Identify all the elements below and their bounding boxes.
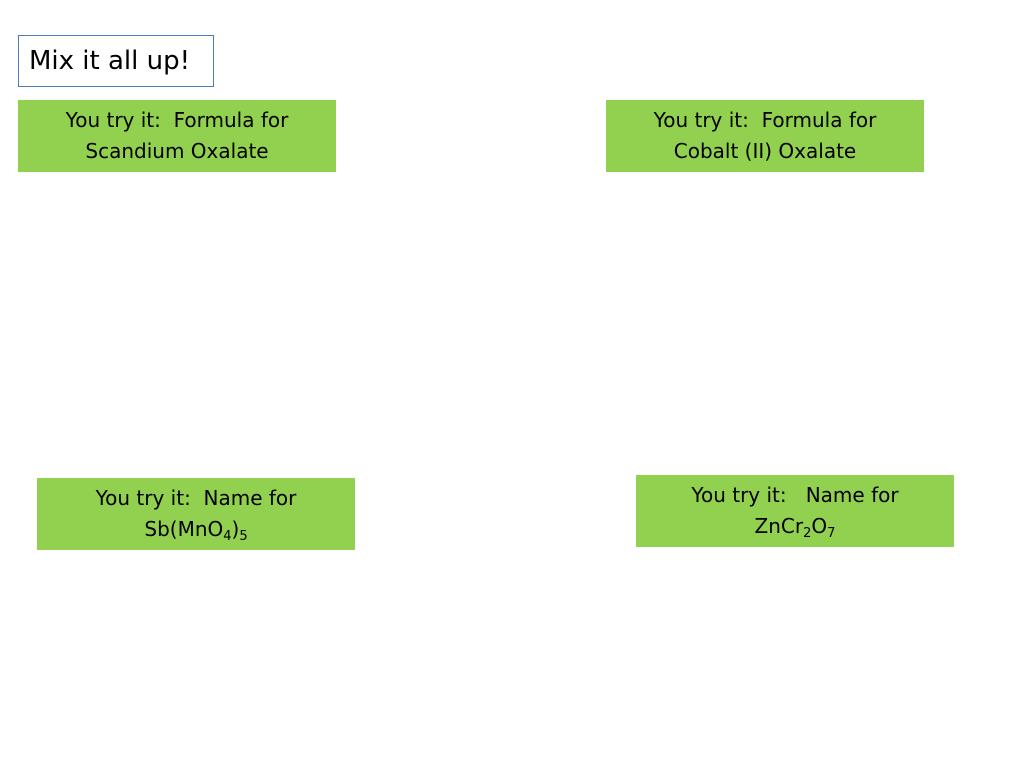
- card-prompt: You try it: Name for: [691, 483, 899, 507]
- formula-subscript: 4: [223, 529, 232, 544]
- antimony-permanganate-card: You try it: Name for Sb(MnO4)5: [37, 478, 355, 550]
- formula-part: Sb(MnO: [144, 517, 224, 541]
- cobalt-oxalate-card: You try it: Formula for Cobalt (II) Oxal…: [606, 100, 924, 172]
- card-prompt: You try it: Formula for: [65, 108, 289, 132]
- scandium-oxalate-card: You try it: Formula for Scandium Oxalate: [18, 100, 336, 172]
- card-formula: Sb(MnO4)5: [144, 514, 247, 545]
- formula-subscript: 7: [827, 526, 836, 541]
- card-prompt: You try it: Formula for: [653, 108, 877, 132]
- formula-part: ZnCr: [754, 514, 804, 538]
- card-prompt: You try it: Name for: [95, 486, 297, 510]
- card-compound: Cobalt (II) Oxalate: [673, 139, 857, 163]
- slide-title: Mix it all up!: [29, 46, 191, 76]
- formula-subscript: 2: [803, 526, 812, 541]
- formula-part: O: [811, 514, 828, 538]
- card-compound: Scandium Oxalate: [85, 139, 269, 163]
- formula-part: ): [231, 517, 240, 541]
- formula-subscript: 5: [239, 529, 248, 544]
- card-formula: ZnCr2O7: [755, 511, 836, 542]
- slide-title-box: Mix it all up!: [18, 35, 214, 87]
- zinc-dichromate-card: You try it: Name for ZnCr2O7: [636, 475, 954, 547]
